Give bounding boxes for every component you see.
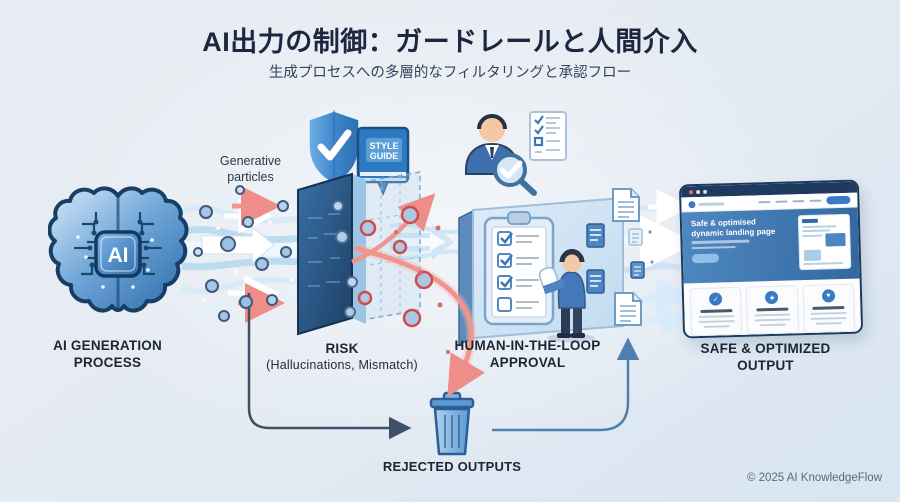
site-cta-button [826, 195, 851, 205]
site-menu [758, 195, 851, 207]
feature-card: ♥ [802, 283, 856, 334]
risk-label: RISK (Hallucinations, Mismatch) [266, 341, 418, 373]
feature-icon: ♥ [821, 289, 836, 303]
approval-clipboard [483, 211, 555, 326]
approval-label: HUMAN-IN-THE-LOOP APPROVAL [454, 338, 601, 371]
svg-text:GUIDE: GUIDE [370, 151, 399, 161]
window-minimize-dot [696, 189, 701, 194]
feature-icon: ✓ [709, 292, 723, 306]
feature-card: ★ [746, 285, 799, 335]
generation-streams [179, 191, 301, 312]
ai-chip-label: AI [108, 244, 129, 267]
copyright-text: © 2025 AI KnowledgeFlow [746, 472, 882, 484]
filter-dashed-layer [361, 171, 421, 321]
browser-feature-cards: ✓ ★ ♥ [683, 278, 862, 339]
approval-magnifier [493, 153, 537, 196]
browser-hero: Safe & optimised dynamic landing page [681, 207, 860, 284]
ai-brain-icon: AI [48, 186, 189, 313]
feature-card: ✓ [689, 286, 743, 337]
page-subtitle: 生成プロセスへの多層的なフィルタリングと承認フロー [268, 65, 632, 81]
generative-particles [193, 185, 292, 322]
review-checklist-doc [529, 111, 567, 161]
reviewer-icon [465, 111, 567, 196]
hero-side-card [797, 213, 852, 271]
style-guide-book: STYLE GUIDE [356, 126, 410, 196]
window-maximize-dot [703, 189, 708, 194]
site-wordmark [698, 201, 725, 206]
reviewer-person [538, 249, 595, 343]
generative-particles-label: Generative particles [219, 154, 282, 185]
approval-panel [458, 196, 624, 346]
trash-can-icon [429, 391, 475, 456]
svg-text:STYLE: STYLE [369, 141, 398, 151]
page-title: AI出力の制御：ガードレールと人間介入 [202, 27, 698, 57]
site-logo-icon [688, 200, 696, 208]
style-guide-shield-icon: STYLE GUIDE [306, 108, 410, 196]
main-flow-arrow [201, 225, 275, 265]
hero-button [691, 253, 720, 264]
risk-filter-icon [297, 171, 421, 336]
generation-label: AI GENERATION PROCESS [53, 338, 162, 371]
output-label: SAFE & OPTIMIZED OUTPUT [700, 341, 831, 374]
window-close-dot [689, 189, 694, 194]
rejected-label: REJECTED OUTPUTS [382, 459, 522, 474]
output-browser-window: Safe & optimised dynamic landing page ✓ [678, 179, 864, 339]
feature-icon: ★ [765, 290, 779, 305]
